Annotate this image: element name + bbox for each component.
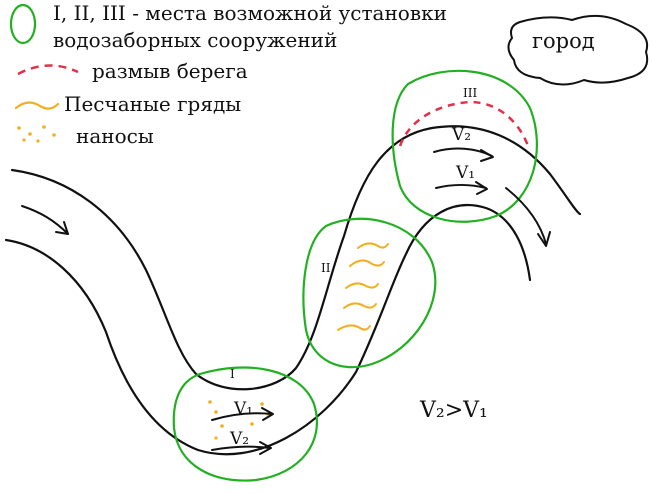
sand-ridge xyxy=(337,324,371,331)
zone-1-arrow-outer-head xyxy=(259,441,272,455)
zone-2-label: II xyxy=(321,261,331,275)
zone-1-arrow-inner xyxy=(211,412,273,421)
legend-zones-line1: I, II, III - места возможной установки xyxy=(53,1,447,25)
inflow-arrow xyxy=(21,205,69,235)
zone-3-label: III xyxy=(463,86,477,100)
sediment-dots xyxy=(208,400,270,440)
zone-1-velocity-outer: V₂ xyxy=(229,429,249,449)
zone-1-velocity-inner: V₁ xyxy=(233,399,253,419)
outflow-arrows xyxy=(505,187,551,247)
legend: I, II, III - места возможной установки в… xyxy=(9,1,447,148)
zone-1-outline xyxy=(172,366,319,482)
sand-ridge xyxy=(345,282,379,289)
zone-3-arrow-inner xyxy=(435,184,487,189)
zone-1-arrow-inner-head xyxy=(261,407,274,421)
inflow-arrows xyxy=(21,205,69,235)
legend-sediment-label: наносы xyxy=(76,124,154,148)
outflow-arrow-head xyxy=(537,231,551,247)
legend-zones-line2: водозаборных сооружений xyxy=(53,28,337,52)
sand-ridge xyxy=(343,302,377,309)
outflow-arrow xyxy=(505,187,547,245)
zone-3-arrow-outer-head xyxy=(480,149,494,162)
zone-3-velocity-inner: V₁ xyxy=(455,163,475,183)
legend-sand-symbol xyxy=(14,101,60,110)
erosion-line xyxy=(398,100,530,147)
zone-2: II xyxy=(302,217,437,369)
river xyxy=(4,125,582,456)
city: город xyxy=(507,14,649,86)
city-outline xyxy=(507,14,649,86)
sand-ridge xyxy=(349,259,385,267)
zone-1: I V₁ V₂ xyxy=(172,366,319,482)
sand-ridge xyxy=(357,242,389,249)
zone-3: III V₂ V₁ xyxy=(391,69,538,223)
zone-2-outline xyxy=(302,217,437,369)
inflow-arrow-head xyxy=(55,221,69,235)
river-bank-lower xyxy=(4,204,532,456)
zone-3-arrow-inner-head xyxy=(475,181,488,195)
legend-zone-symbol xyxy=(9,3,37,45)
zone-3-outline xyxy=(391,69,538,223)
legend-sand-label: Песчаные гряды xyxy=(64,92,241,116)
legend-erosion-label: размыв берега xyxy=(92,59,248,83)
zone-1-label: I xyxy=(230,367,235,381)
velocity-relation: V₂>V₁ xyxy=(419,398,488,423)
legend-sediment-symbol xyxy=(17,125,56,143)
river-bank-upper xyxy=(10,125,582,391)
city-label: город xyxy=(532,29,595,53)
sand-ridges xyxy=(337,242,389,331)
zone-3-velocity-outer: V₂ xyxy=(451,125,471,145)
legend-erosion-symbol xyxy=(17,64,79,76)
zone-1-arrow-outer xyxy=(211,445,271,451)
